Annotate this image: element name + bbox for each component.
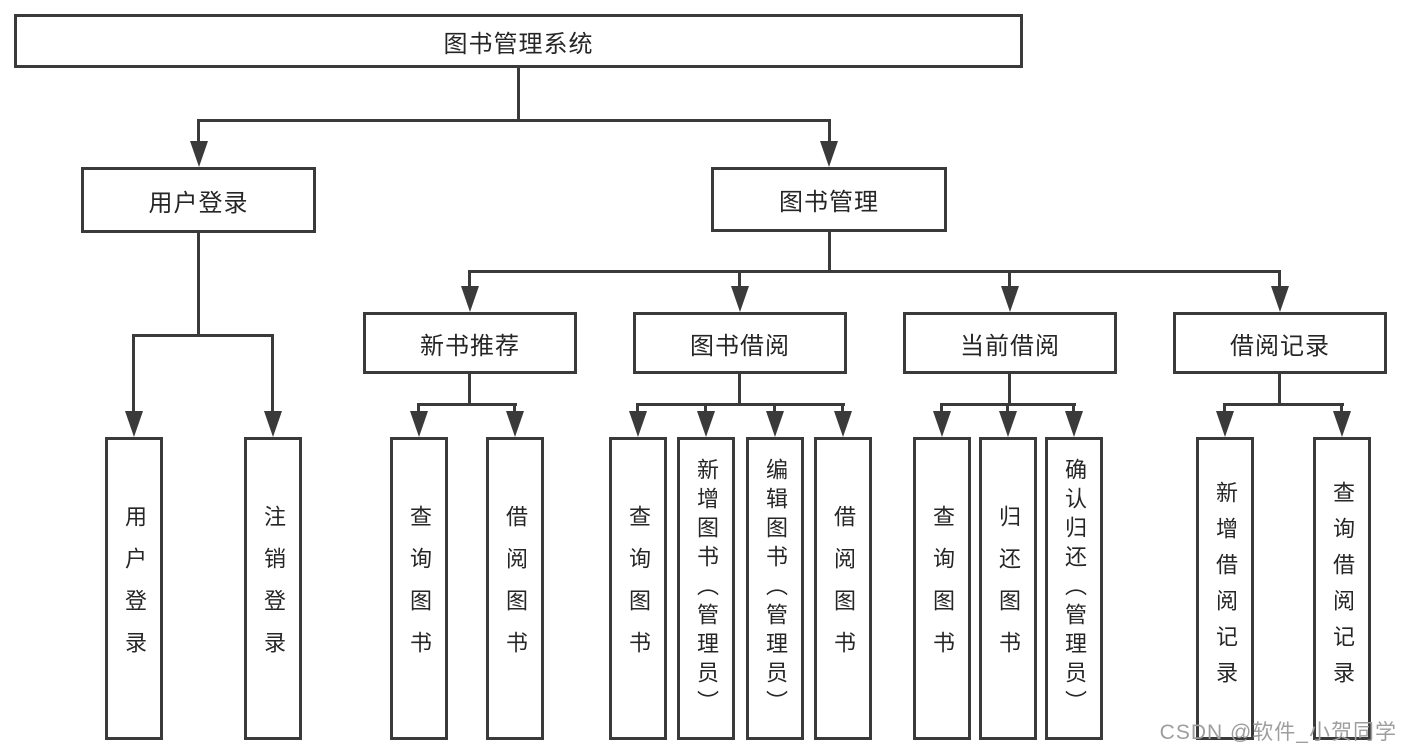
connector-drop (1278, 270, 1281, 286)
arrow-down-icon (697, 411, 715, 437)
connector-root-bar (197, 119, 831, 122)
arrow-down-icon (1216, 411, 1234, 437)
connector-mgmt-stem (828, 232, 831, 273)
arrow-down-icon (1271, 286, 1289, 312)
connector-root-stem (517, 68, 520, 122)
connector-stem (468, 374, 471, 406)
arrow-down-icon (190, 141, 208, 167)
connector-drop (738, 270, 741, 286)
leaf-cb-confirm-return-admin: 确认归还（管理员） (1045, 437, 1103, 740)
arrow-down-icon (1333, 411, 1351, 437)
connector-bar (417, 403, 517, 406)
connector-drop (773, 403, 776, 411)
connector-drop (468, 270, 471, 286)
leaf-bb-add-books-admin: 新增图书（管理员） (677, 437, 735, 740)
leaf-bb-query-books: 查询图书 (609, 437, 667, 740)
connector-login-bar (132, 334, 274, 337)
connector-drop (841, 403, 844, 411)
connector-bar (636, 403, 845, 406)
connector-drop (417, 403, 420, 411)
arrow-down-icon (820, 141, 838, 167)
connector-drop-user-login (197, 119, 200, 143)
connector-stem (1008, 374, 1011, 406)
node-borrowing-records: 借阅记录 (1173, 312, 1387, 374)
node-user-login: 用户登录 (81, 167, 316, 233)
leaf-nb-borrow-books: 借阅图书 (486, 437, 544, 740)
arrow-down-icon (461, 286, 479, 312)
node-new-book-recommend: 新书推荐 (363, 312, 577, 374)
node-library-management-system: 图书管理系统 (14, 14, 1023, 68)
leaf-br-query-record: 查询借阅记录 (1313, 437, 1371, 740)
connector-drop (1006, 403, 1009, 411)
leaf-cb-query-books: 查询图书 (913, 437, 971, 740)
leaf-logout: 注销登录 (244, 437, 302, 740)
node-book-borrowing: 图书借阅 (633, 312, 847, 374)
arrow-down-icon (410, 411, 428, 437)
leaf-bb-edit-books-admin: 编辑图书（管理员） (746, 437, 804, 740)
connector-drop (271, 334, 274, 411)
arrow-down-icon (1065, 411, 1083, 437)
leaf-cb-return-books: 归还图书 (979, 437, 1037, 740)
arrow-down-icon (506, 411, 524, 437)
arrow-down-icon (766, 411, 784, 437)
node-book-management: 图书管理 (711, 167, 947, 232)
connector-drop (636, 403, 639, 411)
arrow-down-icon (933, 411, 951, 437)
leaf-br-add-record: 新增借阅记录 (1196, 437, 1254, 740)
connector-stem (1278, 374, 1281, 406)
node-current-borrowing: 当前借阅 (903, 312, 1117, 374)
csdn-watermark: CSDN @软件_小贺同学 (1159, 721, 1397, 744)
connector-mgmt-bar (468, 270, 1281, 273)
arrow-down-icon (731, 286, 749, 312)
connector-drop-book-management (828, 119, 831, 143)
connector-drop (704, 403, 707, 411)
connector-drop (1072, 403, 1075, 411)
connector-drop (940, 403, 943, 411)
leaf-bb-borrow-books: 借阅图书 (814, 437, 872, 740)
leaf-nb-query-books: 查询图书 (390, 437, 448, 740)
leaf-user-login: 用户登录 (105, 437, 163, 740)
arrow-down-icon (629, 411, 647, 437)
connector-drop (1008, 270, 1011, 286)
arrow-down-icon (1001, 286, 1019, 312)
connector-drop (1340, 403, 1343, 411)
arrow-down-icon (125, 411, 143, 437)
connector-stem (738, 374, 741, 406)
connector-bar (1223, 403, 1344, 406)
connector-drop (513, 403, 516, 411)
arrow-down-icon (264, 411, 282, 437)
arrow-down-icon (999, 411, 1017, 437)
connector-drop (1223, 403, 1226, 411)
connector-login-stem (197, 233, 200, 336)
arrow-down-icon (834, 411, 852, 437)
connector-drop (132, 334, 135, 411)
